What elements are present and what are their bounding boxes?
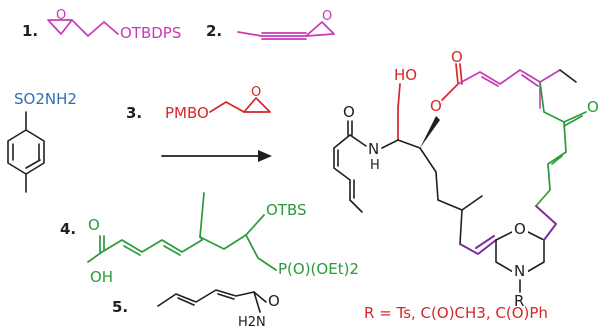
svg-text:O: O [251, 85, 261, 100]
product: O N H HO O O O [333, 48, 599, 310]
toluene-ring [7, 111, 45, 175]
product-amide-n: N [368, 140, 379, 158]
reactant-1-number: 1. [22, 22, 38, 40]
reactant-5-diene [157, 289, 255, 307]
reactant-1-epoxide [47, 19, 73, 35]
reactant-2-number: 2. [206, 22, 222, 40]
product-upper-diene [457, 69, 541, 85]
reactant-1-chain [71, 19, 119, 37]
reactant-4-methyl [199, 192, 205, 238]
reactant-2-triple-bond [261, 32, 307, 40]
reactant-3-pmbo: PMBO [165, 104, 209, 122]
reactant-1-otbdps: OTBDPS [120, 24, 181, 42]
reactant-2-epoxide [305, 21, 335, 37]
product-amide-h: H [370, 158, 380, 173]
svg-text:O: O [322, 9, 332, 24]
svg-text:O: O [514, 220, 526, 238]
product-hydroxyl: HO [394, 66, 417, 84]
reactant-4-number: 4. [60, 220, 76, 238]
product-upper-methyl [559, 69, 577, 83]
reactant-3-number: 3. [126, 104, 142, 122]
reactant-4: 4. O OH OTBS P(O)(OEt)2 [60, 192, 359, 286]
sulfonamide-group: SO2NH2 [14, 90, 77, 108]
reactant-4-diene [101, 239, 203, 253]
reactant-4-phosphonate: P(O)(OEt)2 [278, 260, 359, 278]
product-ring-n: N [514, 262, 525, 280]
reactant-4-otbs: OTBS [266, 201, 307, 219]
product-right-link [535, 205, 557, 241]
product-r-group: R [514, 292, 524, 310]
product-ketone-o: O [587, 98, 599, 116]
reaction-arrow [161, 150, 272, 162]
sulfonamide: SO2NH2 [7, 90, 77, 193]
r-group-definition: R = Ts, C(O)CH3, C(O)Ph [364, 304, 548, 322]
reactant-3-epoxide [243, 97, 271, 113]
product-carbonyl-o: O [343, 103, 355, 121]
product-ester-carbonyl: O [451, 48, 463, 66]
product-lower-methyl [459, 209, 463, 245]
product-left-link [459, 239, 497, 255]
reactant-4-oh: OH [90, 268, 113, 286]
reactant-5-amine: H2N [238, 315, 266, 330]
reactant-1: 1. O OTBDPS [22, 8, 181, 42]
reactant-5-number: 5. [112, 298, 128, 316]
reactant-4-carbonyl-o: O [88, 216, 100, 234]
svg-text:O: O [56, 8, 66, 23]
product-ester-o: O [430, 97, 442, 115]
reactant-3: 3. PMBO O [126, 85, 271, 122]
reactant-5: 5. O H2N [112, 289, 280, 330]
product-right-chain [535, 121, 567, 207]
reactant-5-carbonyl-o: O [268, 292, 280, 310]
product-dienyl-chain [333, 134, 351, 201]
reactant-2: 2. O [206, 9, 335, 40]
